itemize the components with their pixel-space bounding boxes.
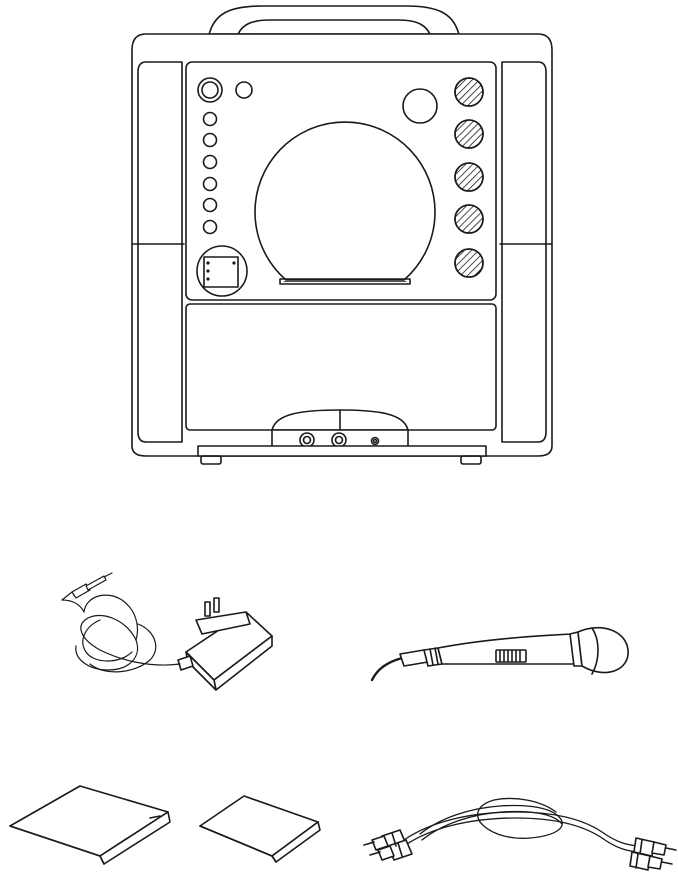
ac-adapter <box>62 573 272 690</box>
instruction-manual <box>10 786 170 864</box>
adapter-prong <box>205 602 210 616</box>
karaoke-machine <box>132 6 552 464</box>
base <box>198 446 486 464</box>
warranty-card <box>200 796 320 862</box>
microphone <box>372 628 628 680</box>
av-cable-plug-left <box>364 830 412 860</box>
microphone-head <box>578 628 628 673</box>
adapter-prong <box>214 598 219 612</box>
adapter-cable <box>62 573 180 672</box>
av-cable-plug-right <box>630 838 676 870</box>
microphone-cable <box>372 658 402 680</box>
microphone-switch <box>496 650 526 662</box>
av-cable-wire <box>404 799 642 853</box>
av-cable <box>364 799 676 871</box>
